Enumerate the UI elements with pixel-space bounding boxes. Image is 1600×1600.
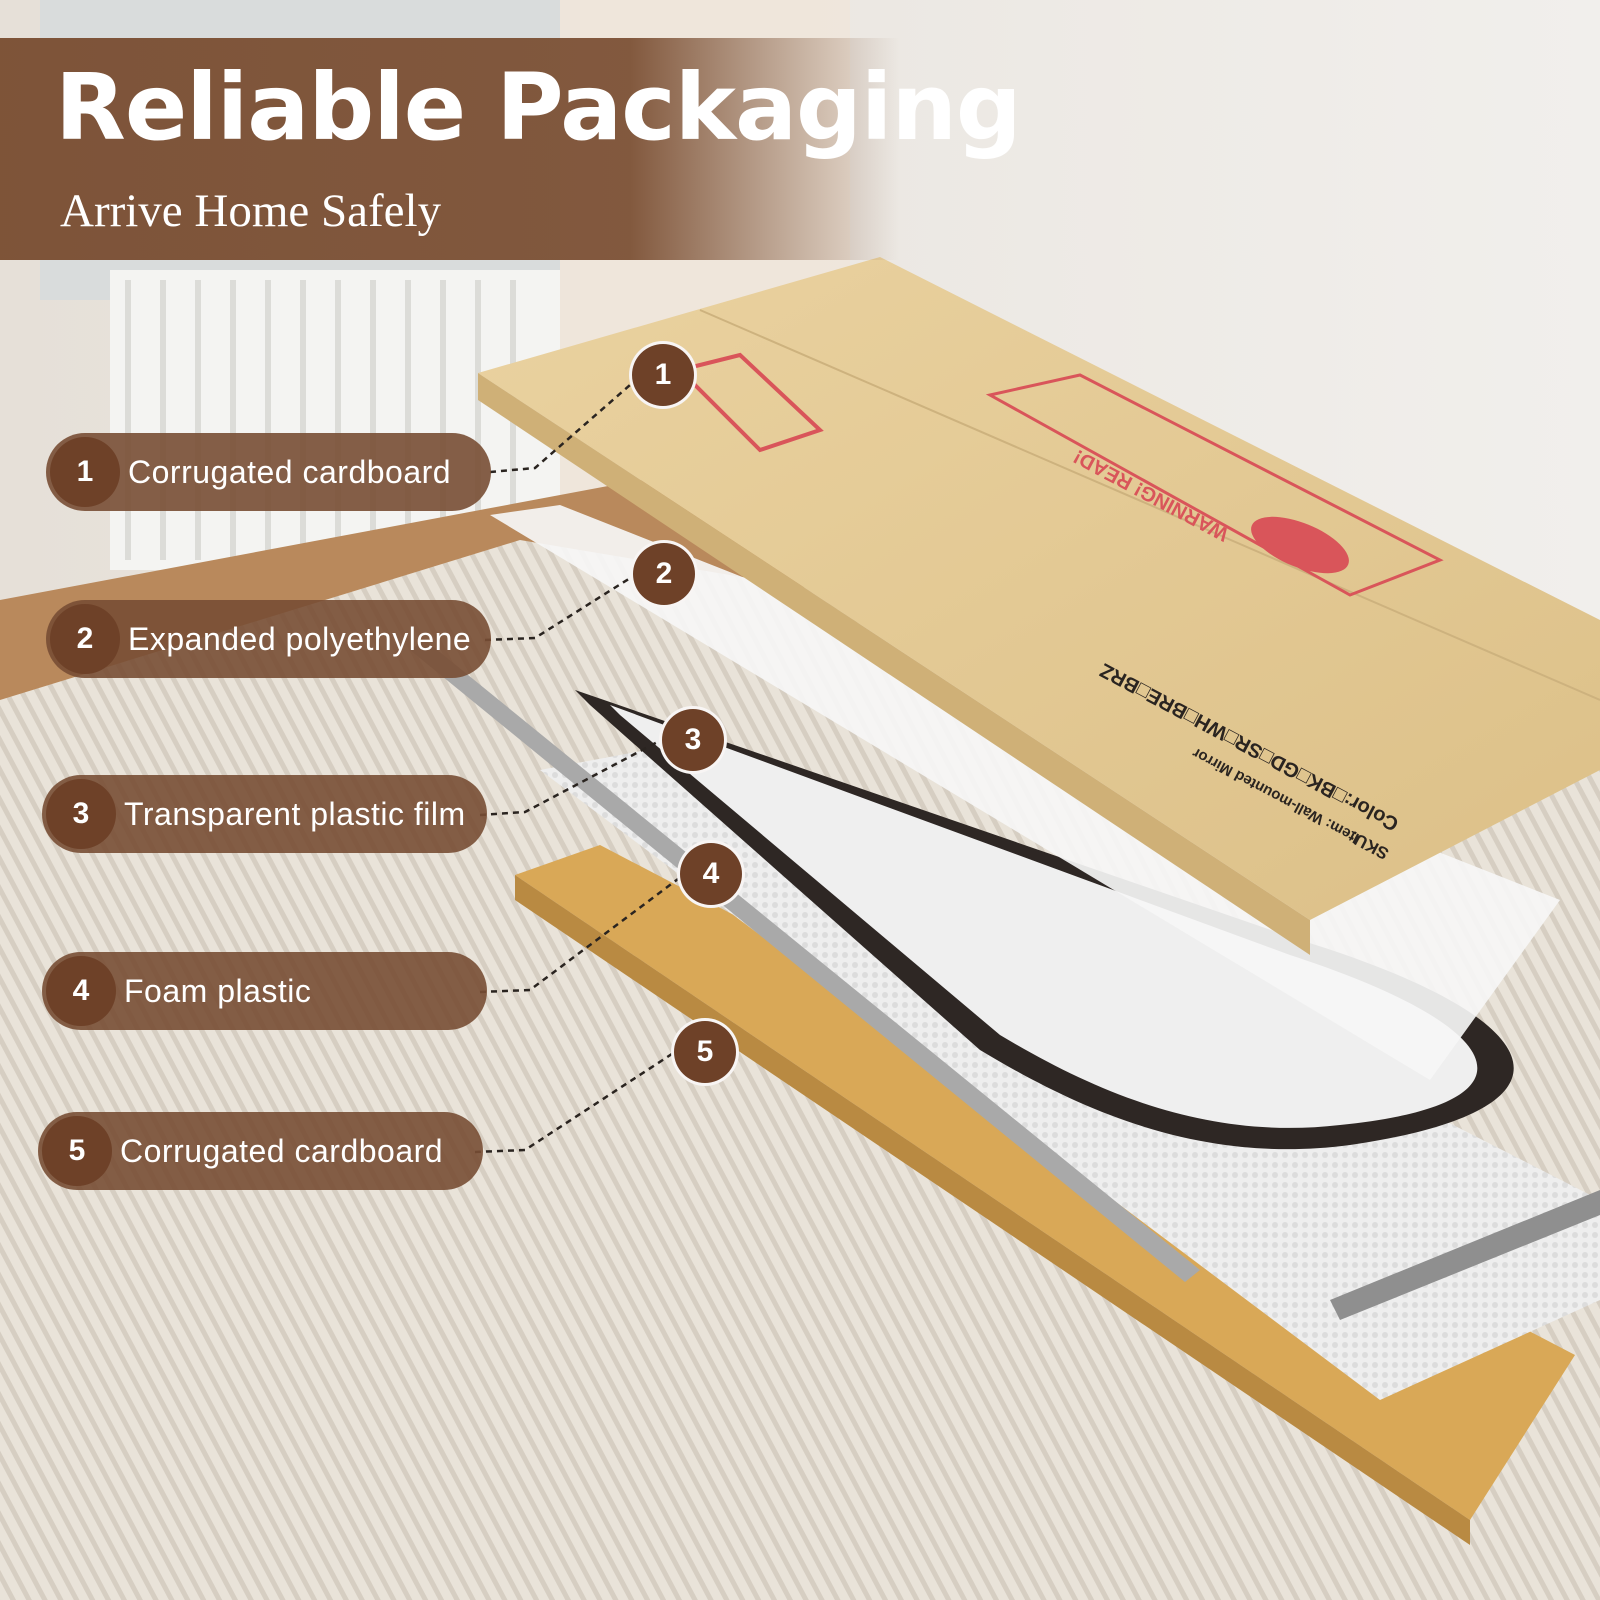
- layer-number-badge: 2: [50, 604, 120, 674]
- layer-bottom-cardboard: [515, 845, 1575, 1545]
- page-subtitle: Arrive Home Safely: [60, 185, 442, 237]
- layer-label-3: 3 Transparent plastic film: [42, 775, 487, 853]
- layer-label-text: Foam plastic: [124, 972, 312, 1009]
- layer-label-4: 4 Foam plastic: [42, 952, 487, 1030]
- layer-label-text: Corrugated cardboard: [120, 1132, 444, 1169]
- layer-label-2: 2 Expanded polyethylene: [46, 600, 491, 678]
- layer-number-badge: 3: [46, 779, 116, 849]
- layer-top-cardboard: [478, 257, 1600, 955]
- layer-marker-1: 1: [629, 341, 697, 409]
- layer-marker-2: 2: [630, 540, 698, 608]
- layer-label-text: Expanded polyethylene: [128, 620, 472, 657]
- layer-marker-4: 4: [677, 840, 745, 908]
- layer-label-5: 5 Corrugated cardboard: [38, 1112, 483, 1190]
- layer-label-1: 1 Corrugated cardboard: [46, 433, 491, 511]
- layer-number-badge: 4: [46, 956, 116, 1026]
- header-banner: [0, 38, 900, 260]
- page-title: Reliable Packaging: [55, 54, 1022, 161]
- mirror: [575, 690, 1514, 1150]
- layer-number-badge: 5: [42, 1116, 112, 1186]
- leader-lines: [474, 384, 691, 1154]
- foam-strip-back: [1330, 1190, 1600, 1320]
- layer-marker-3: 3: [659, 706, 727, 774]
- foam-strip-front: [410, 640, 1200, 1282]
- layer-number-badge: 1: [50, 437, 120, 507]
- layer-label-text: Transparent plastic film: [124, 795, 466, 832]
- layer-marker-5: 5: [671, 1018, 739, 1086]
- layer-label-text: Corrugated cardboard: [128, 453, 452, 490]
